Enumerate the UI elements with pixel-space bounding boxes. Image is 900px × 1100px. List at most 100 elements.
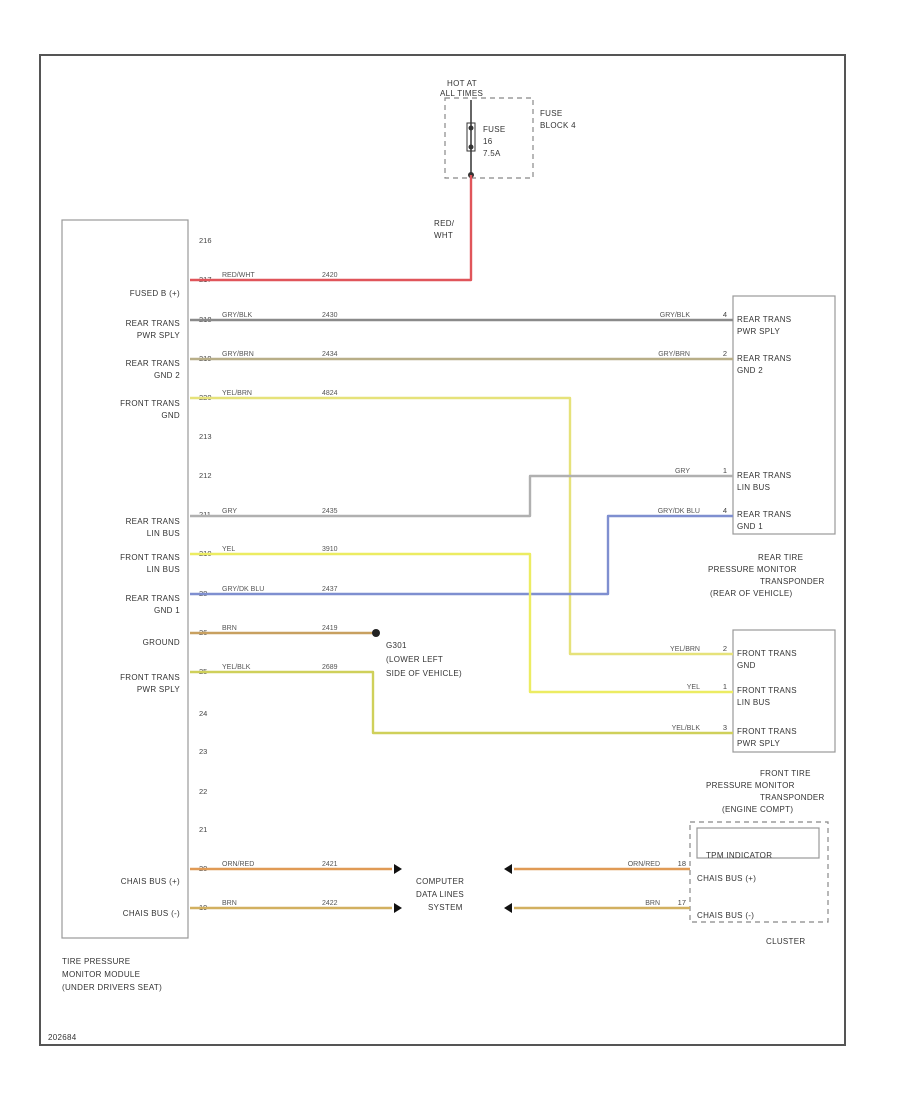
fuse-node-bottom: [468, 144, 474, 150]
data-lines-name-1: COMPUTER: [416, 877, 464, 886]
tpm-pin-number: 213: [199, 432, 212, 441]
block-label-2: BLOCK 4: [540, 121, 576, 130]
front-pin-label: LIN BUS: [737, 698, 770, 707]
data-lines-name-2: DATA LINES: [416, 890, 464, 899]
ground-name-1: G301: [386, 641, 407, 650]
tpm-pin-label: LIN BUS: [147, 529, 180, 538]
wire-circuit-label: 4824: [322, 390, 338, 397]
wire-color-label: GRY/DK BLU: [222, 586, 264, 593]
tpm-pin-numbers: 2162172182192202132122112102826252423222…: [199, 236, 212, 912]
rear-name-3: TRANSPONDER: [760, 577, 825, 586]
wire-far-color-label: GRY/DK BLU: [658, 508, 700, 515]
tpm-indicator-box: [696, 827, 820, 859]
hot-label-1: HOT AT: [447, 79, 477, 88]
tpm-name-1: TIRE PRESSURE: [62, 957, 130, 966]
ground-name-2: (LOWER LEFT: [386, 655, 443, 664]
tpm-pin-number: 216: [199, 236, 212, 245]
front-pin-label: PWR SPLY: [737, 739, 781, 748]
wire-circuit-label: 2689: [322, 664, 338, 671]
tpm-pin-label: REAR TRANS: [126, 517, 180, 526]
tpm-pin-label: GND 2: [154, 371, 180, 380]
data-lines-name-3: SYSTEM: [428, 903, 463, 912]
tpm-pin-label: PWR SPLY: [137, 685, 181, 694]
ground-point-icon: [372, 629, 380, 637]
front-pin-label: GND: [737, 661, 756, 670]
front-pin-label: FRONT TRANS: [737, 727, 797, 736]
rear-name-2: PRESSURE MONITOR: [708, 565, 797, 574]
rear-name-1: REAR TIRE: [758, 553, 803, 562]
tpm-name-3: (UNDER DRIVERS SEAT): [62, 983, 162, 992]
wire-far-pin: 4: [723, 310, 727, 319]
tpm-pin-label: GROUND: [143, 638, 180, 647]
feed-color-label-1: RED/: [434, 219, 455, 228]
wire-color-label: RED/WHT: [222, 272, 255, 279]
connector-arrow-left-icon: [504, 903, 512, 913]
tpm-pin-number: 23: [199, 747, 207, 756]
wire-circuit-label: 2420: [322, 272, 338, 279]
wire-circuit-label: 2422: [322, 900, 338, 907]
wire-far-color-label: GRY/BRN: [658, 351, 690, 358]
rear-pin-label: REAR TRANS: [737, 354, 791, 363]
wire-far-color-label: YEL: [687, 684, 700, 691]
wire-color-label: YEL: [222, 546, 235, 553]
cluster-name: CLUSTER: [766, 937, 805, 946]
rear-pin-label: PWR SPLY: [737, 327, 781, 336]
cluster-pin-label-2: CHAIS BUS (-): [697, 911, 754, 920]
tpm-pin-label: REAR TRANS: [126, 359, 180, 368]
wire-circuit-label: 2430: [322, 312, 338, 319]
wire-far-pin: 1: [723, 466, 727, 475]
wire-color-label: ORN/RED: [222, 861, 254, 868]
connector-arrow-left-icon: [504, 864, 512, 874]
tpm-module-box: [61, 219, 189, 939]
wire-far-pin: 2: [723, 349, 727, 358]
hot-label-2: ALL TIMES: [440, 89, 483, 98]
front-pin-label: FRONT TRANS: [737, 686, 797, 695]
rear-transponder-box: [732, 295, 836, 535]
rear-transponder-pin-labels: REAR TRANS PWR SPLY REAR TRANS GND 2 REAR TR…: [737, 315, 791, 531]
feed-color-label-2: WHT: [434, 231, 453, 240]
wire-far-color-label: BRN: [645, 900, 660, 907]
rear-name-4: (REAR OF VEHICLE): [710, 589, 792, 598]
wire-front_lin: [190, 552, 733, 694]
rear-pin-label: REAR TRANS: [737, 510, 791, 519]
tpm-pin-number: 212: [199, 471, 212, 480]
tpm-pin-label: GND 1: [154, 606, 180, 615]
ground-name-3: SIDE OF VEHICLE): [386, 669, 462, 678]
tpm-pin-label: LIN BUS: [147, 565, 180, 574]
wire-color-label: GRY/BRN: [222, 351, 254, 358]
front-name-1: FRONT TIRE: [760, 769, 811, 778]
wire-color-label: GRY/BLK: [222, 312, 253, 319]
tpm-name-2: MONITOR MODULE: [62, 970, 140, 979]
tpm-pin-label: REAR TRANS: [126, 319, 180, 328]
wire-circuit-label: 2435: [322, 508, 338, 515]
fuse-label-1: FUSE: [483, 125, 506, 134]
cluster-box: [689, 821, 829, 923]
cluster-pin-label-1: CHAIS BUS (+): [697, 874, 756, 883]
wire-circuit-label: 2437: [322, 586, 338, 593]
rear-pin-label: GND 2: [737, 366, 763, 375]
front-pin-label: FRONT TRANS: [737, 649, 797, 658]
wire-rear_gnd1: [190, 514, 733, 596]
footer-code: 202684: [48, 1033, 77, 1042]
wire-color-label: YEL/BRN: [222, 390, 252, 397]
wire-far-pin: 3: [723, 723, 727, 732]
rear-pin-label: LIN BUS: [737, 483, 770, 492]
fuse-label-2: 16: [483, 137, 493, 146]
wire-far-color-label: YEL/BRN: [670, 646, 700, 653]
tpm-pin-label: FRONT TRANS: [120, 673, 180, 682]
rear-pin-label: REAR TRANS: [737, 315, 791, 324]
tpm-pin-label: CHAIS BUS (+): [121, 877, 180, 886]
wire-far-color-label: YEL/BLK: [672, 725, 701, 732]
fuse-block-box: [444, 97, 534, 179]
wire-circuit-label: 2421: [322, 861, 338, 868]
tpm-pin-label: REAR TRANS: [126, 594, 180, 603]
tpm-pin-number: 211: [199, 510, 211, 519]
wire-fused_b: [190, 175, 473, 282]
front-transponder-pin-labels: FRONT TRANS GND FRONT TRANS LIN BUS FRONT TR…: [737, 649, 797, 748]
block-label-1: FUSE: [540, 109, 563, 118]
fuse-node-top: [468, 125, 474, 131]
tpm-pin-label: FRONT TRANS: [120, 399, 180, 408]
